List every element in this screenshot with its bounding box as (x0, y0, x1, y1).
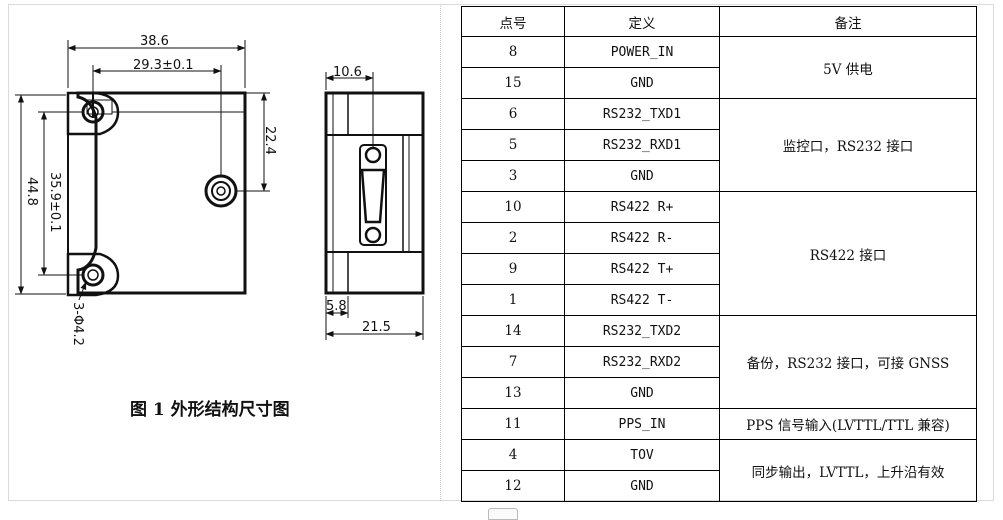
header-definition: 定义 (564, 6, 720, 37)
table-row: 4 TOV 同步输出，LVTTL，上升沿有效 (461, 439, 977, 502)
dim-side-flange: 5.8 (326, 299, 347, 314)
dim-overall-height: 44.8 (24, 177, 39, 206)
pin-cell: 7 (461, 346, 565, 378)
table-row: 10 RS422 R+ RS422 接口 (461, 191, 977, 316)
table-header-row: 点号 定义 备注 (461, 6, 977, 37)
definition-cell: RS422 T- (564, 284, 720, 316)
definition-cell: RS422 T+ (564, 253, 720, 285)
definition-cell: GND (564, 160, 720, 192)
definition-cell: GND (564, 377, 720, 409)
pin-cell: 15 (461, 67, 565, 99)
definition-cell: PPS_IN (564, 408, 720, 440)
bottom-scroll-handle[interactable] (488, 508, 518, 520)
table-row: 14 RS232_TXD2 备份，RS232 接口，可接 GNSS (461, 315, 977, 409)
note-cell: 5V 供电 (719, 36, 977, 99)
definition-cell: RS232_RXD2 (564, 346, 720, 378)
pin-cell: 11 (461, 408, 565, 440)
mount-hole-right (204, 174, 238, 208)
pin-cell: 9 (461, 253, 565, 285)
table-row: 13 GND (461, 377, 977, 409)
dim-overall-width: 38.6 (140, 34, 169, 49)
pin-cell: 14 (461, 315, 565, 347)
note-cell: PPS 信号输入(LVTTL/TTL 兼容) (719, 408, 977, 440)
pin-cell: 13 (461, 377, 565, 409)
pin-cell: 12 (461, 470, 565, 502)
definition-cell: POWER_IN (564, 36, 720, 68)
dim-hole-spacing-width: 29.3±0.1 (133, 58, 194, 73)
definition-cell: RS232_TXD1 (564, 98, 720, 130)
front-view (66, 91, 247, 297)
figure-caption: 图 1 外形结构尺寸图 (130, 400, 290, 420)
table-row: 3 GND (461, 160, 977, 192)
header-pin: 点号 (461, 6, 565, 37)
dim-hole-spacing-height: 35.9±0.1 (47, 172, 62, 233)
table-row: 6 RS232_TXD1 监控口，RS232 接口 (461, 98, 977, 192)
pin-cell: 3 (461, 160, 565, 192)
note-cell: RS422 接口 (719, 191, 977, 316)
definition-cell: RS422 R+ (564, 191, 720, 223)
pin-cell: 2 (461, 222, 565, 254)
definition-cell: TOV (564, 439, 720, 471)
table-row: 11 PPS_IN PPS 信号输入(LVTTL/TTL 兼容) (461, 408, 977, 440)
pin-cell: 4 (461, 439, 565, 471)
note-cell: 备份，RS232 接口，可接 GNSS (719, 315, 977, 409)
note-cell: 监控口，RS232 接口 (719, 98, 977, 192)
table-row: 5 RS232_RXD1 (461, 129, 977, 161)
side-view (324, 91, 425, 295)
pin-cell: 10 (461, 191, 565, 223)
definition-cell: GND (564, 67, 720, 99)
dim-side-depth: 21.5 (362, 320, 391, 335)
table-row: 12 GND (461, 470, 977, 502)
dim-connector-offset: 22.4 (262, 126, 277, 155)
pin-cell: 8 (461, 36, 565, 68)
pin-cell: 6 (461, 98, 565, 130)
table-row: 8 POWER_IN 5V 供电 (461, 36, 977, 99)
table-row: 1 RS422 T- (461, 284, 977, 316)
definition-cell: RS232_TXD2 (564, 315, 720, 347)
column-divider (440, 4, 441, 501)
header-note: 备注 (719, 6, 977, 37)
definition-cell: RS422 R- (564, 222, 720, 254)
definition-cell: RS232_RXD1 (564, 129, 720, 161)
note-cell: 同步输出，LVTTL，上升沿有效 (719, 439, 977, 502)
definition-cell: GND (564, 470, 720, 502)
pin-cell: 1 (461, 284, 565, 316)
pin-cell: 5 (461, 129, 565, 161)
dim-holes: 3-Φ4.2 (70, 302, 85, 346)
dim-side-top: 10.6 (333, 65, 362, 80)
pin-definition-table: 点号 定义 备注 8 POWER_IN 5V 供电 15 GND 6 RS232… (461, 6, 977, 502)
dimension-drawing: 38.6 29.3±0.1 22.4 44.8 35.9±0.1 3-Φ4.2 … (15, 34, 425, 346)
